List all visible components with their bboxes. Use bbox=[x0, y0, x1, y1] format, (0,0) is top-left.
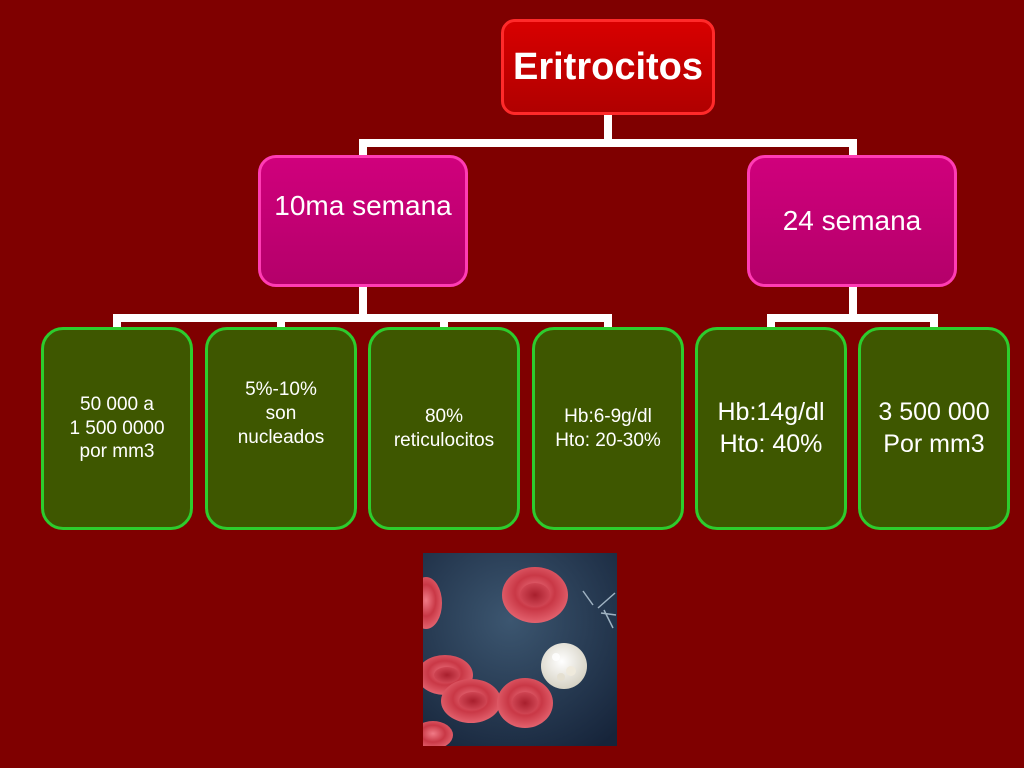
red-blood-cells-illustration bbox=[423, 553, 617, 746]
leaf-node-count-mm3: 50 000 a 1 500 0000 por mm3 bbox=[41, 327, 193, 530]
red-blood-cell bbox=[423, 721, 453, 746]
red-blood-cells-photo: sciencephotolibrary bbox=[423, 553, 617, 746]
red-blood-cell bbox=[423, 577, 442, 629]
leaf-node-reticulocitos: 80% reticulocitos bbox=[368, 327, 520, 530]
leaf-node-hb-hto-24: Hb:14g/dl Hto: 40% bbox=[695, 327, 847, 530]
leaf-node-nucleados: 5%-10% son nucleados bbox=[205, 327, 357, 530]
root-node-eritrocitos: Eritrocitos bbox=[501, 19, 715, 115]
red-blood-cell bbox=[441, 679, 501, 723]
leaf-node-count-24: 3 500 000 Por mm3 bbox=[858, 327, 1010, 530]
branch-node-10ma-semana: 10ma semana bbox=[258, 155, 468, 287]
red-blood-cell bbox=[497, 678, 553, 728]
leaf-node-hb-hto-early: Hb:6-9g/dl Hto: 20-30% bbox=[532, 327, 684, 530]
branch-node-24-semana: 24 semana bbox=[747, 155, 957, 287]
white-blood-cell bbox=[541, 643, 587, 689]
red-blood-cell bbox=[502, 567, 568, 623]
